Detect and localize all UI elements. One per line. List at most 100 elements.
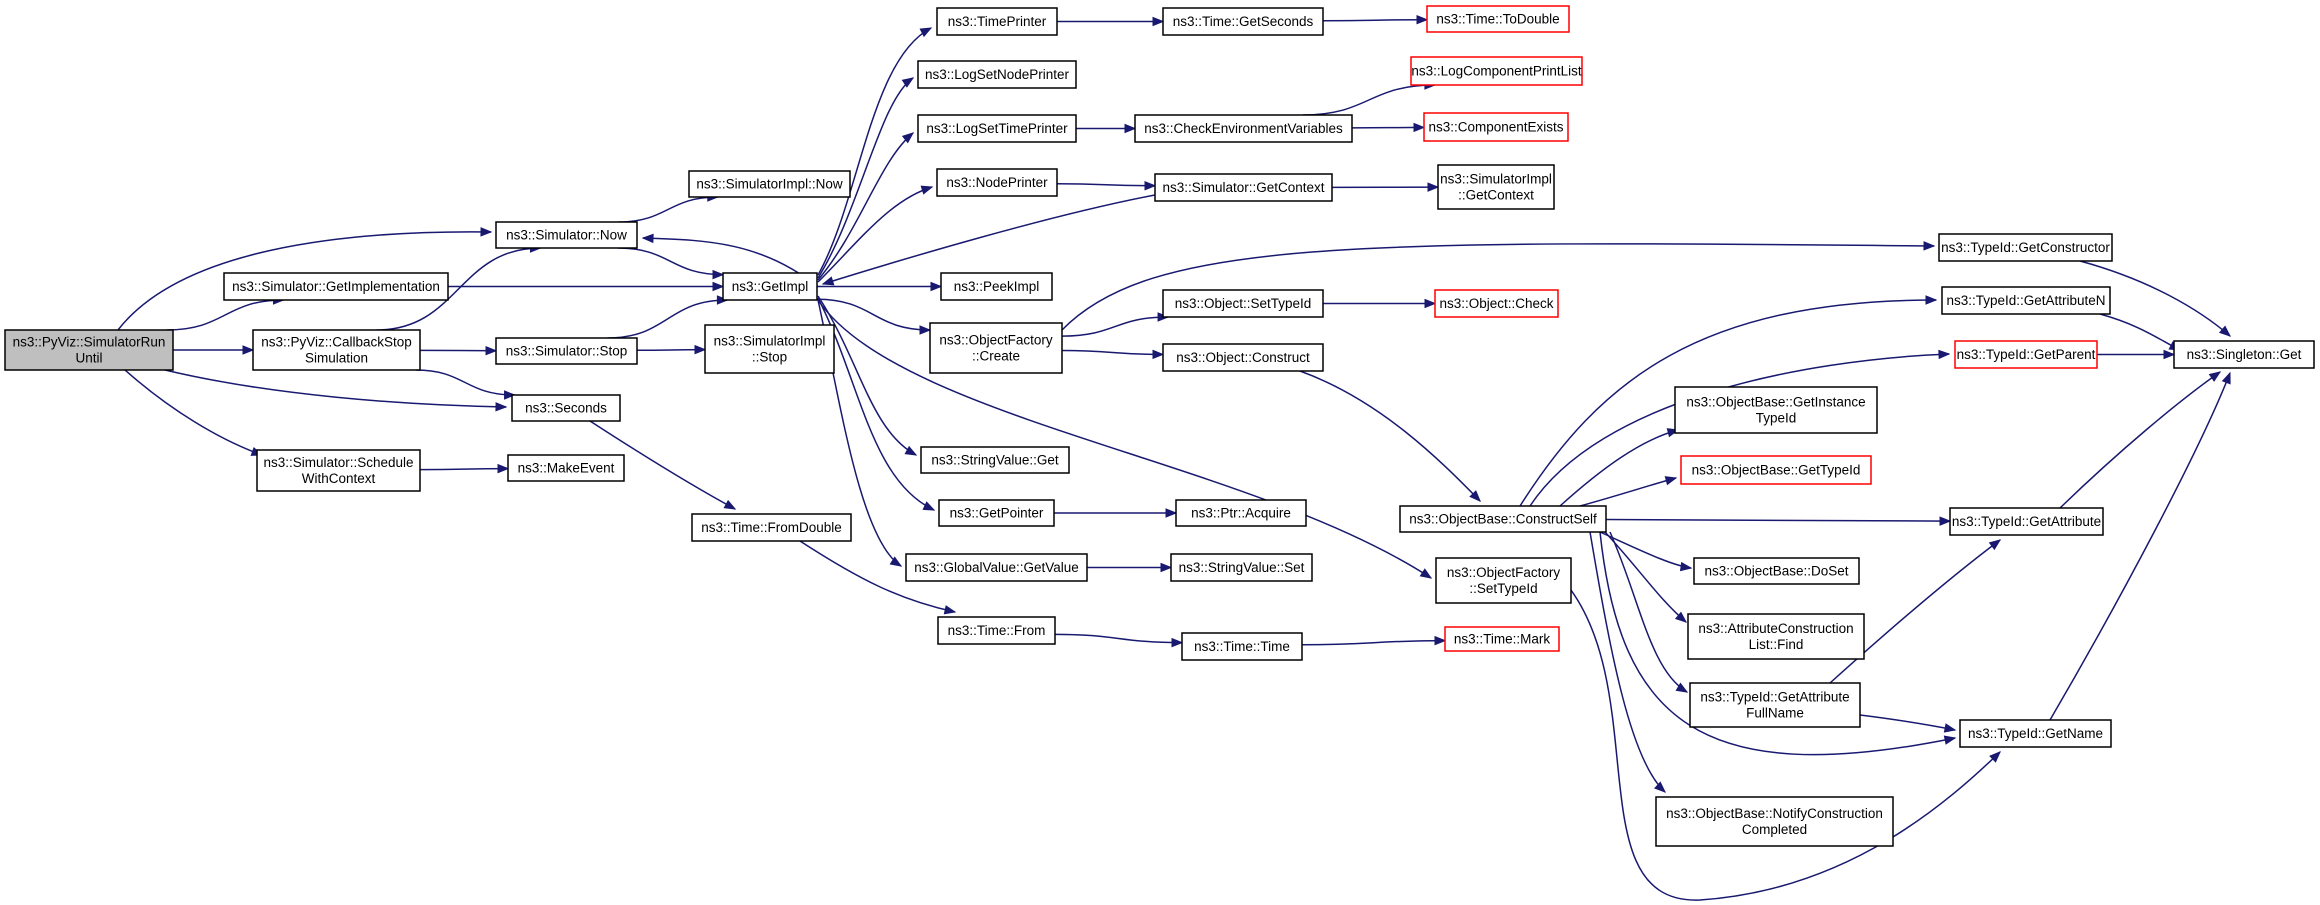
node-label: Until <box>75 351 102 366</box>
edge-line <box>618 196 718 223</box>
edge-objectbase_constructself-to-objectbase_notifyconstructioncompleted <box>1589 531 1666 793</box>
edge-timeprinter-to-time_getseconds <box>1057 16 1165 27</box>
node-logsettimeprinter[interactable]: ns3::LogSetTimePrinter <box>917 114 1077 143</box>
edge-checkenv-to-componentexists <box>1351 122 1426 133</box>
node-label: ns3::PyViz::SimulatorRun <box>13 335 166 350</box>
edge-getimpl-to-timeprinter <box>817 27 933 276</box>
node-typeid_getname[interactable]: ns3::TypeId::GetName <box>1959 719 2112 748</box>
node-peekimpl[interactable]: ns3::PeekImpl <box>940 272 1053 301</box>
edge-objectbase_constructself-to-typeid_getattributen <box>1519 295 1938 507</box>
node-componentexists[interactable]: ns3::ComponentExists <box>1423 112 1569 142</box>
node-label: Completed <box>1742 822 1807 837</box>
edge-nodeprinter-to-sim_getcontext <box>1056 180 1157 191</box>
edge-arrowhead <box>1679 561 1693 572</box>
edge-arrowhead <box>1434 635 1447 646</box>
node-globalvalue_getvalue[interactable]: ns3::GlobalValue::GetValue <box>905 553 1088 582</box>
node-box <box>507 454 625 482</box>
edge-line <box>164 369 507 408</box>
node-time_time[interactable]: ns3::Time::Time <box>1181 632 1303 661</box>
edge-objfactory_settypeid-to-typeid_getname <box>1570 589 2001 901</box>
node-box <box>1175 499 1307 527</box>
edge-sim_getcontext-to-simimpl_getcontext <box>1331 182 1440 192</box>
node-stringvalue_set[interactable]: ns3::StringValue::Set <box>1170 553 1313 582</box>
edge-line <box>2079 260 2231 337</box>
edge-typeid_getconstructor-to-singleton_get <box>2079 260 2232 337</box>
node-box <box>223 272 449 301</box>
node-objfactory_create[interactable]: ns3::ObjectFactory::Create <box>929 322 1063 374</box>
node-object_check[interactable]: ns3::Object::Check <box>1434 289 1559 318</box>
node-simimpl_getcontext[interactable]: ns3::SimulatorImpl::GetContext <box>1437 164 1555 210</box>
node-box <box>1410 56 1583 86</box>
node-ptr_acquire[interactable]: ns3::Ptr::Acquire <box>1175 499 1307 527</box>
edge-time_getseconds-to-time_todouble <box>1322 14 1429 25</box>
node-label: ::Stop <box>752 350 787 365</box>
node-typeid_getconstructor[interactable]: ns3::TypeId::GetConstructor <box>1938 233 2113 262</box>
node-makeevent[interactable]: ns3::MakeEvent <box>507 454 625 482</box>
node-object_settypeid[interactable]: ns3::Object::SetTypeId <box>1162 289 1324 318</box>
edge-arrowhead <box>821 276 835 286</box>
node-getimpl[interactable]: ns3::GetImpl <box>722 272 818 301</box>
node-label: ns3::Simulator::GetImplementation <box>232 279 440 294</box>
node-checkenv[interactable]: ns3::CheckEnvironmentVariables <box>1134 114 1353 143</box>
edge-line <box>415 369 515 396</box>
node-seconds[interactable]: ns3::Seconds <box>511 394 621 422</box>
node-time_fromdouble[interactable]: ns3::Time::FromDouble <box>691 513 852 542</box>
node-time_from[interactable]: ns3::Time::From <box>937 616 1056 645</box>
edge-arrowhead <box>943 605 957 615</box>
node-box <box>920 446 1070 474</box>
node-box <box>2173 340 2315 369</box>
node-logcomponentprintlist[interactable]: ns3::LogComponentPrintList <box>1410 56 1583 86</box>
node-label: ns3::TypeId::GetConstructor <box>1941 240 2110 255</box>
node-objfactory_settypeid[interactable]: ns3::ObjectFactory::SetTypeId <box>1435 557 1572 604</box>
node-nodeprinter[interactable]: ns3::NodePrinter <box>936 168 1058 197</box>
node-time_mark[interactable]: ns3::Time::Mark <box>1444 626 1560 652</box>
node-getpointer[interactable]: ns3::GetPointer <box>938 499 1055 527</box>
node-box <box>1693 557 1860 585</box>
node-singleton_get[interactable]: ns3::Singleton::Get <box>2173 340 2315 369</box>
edge-pyviz_run-to-pyviz_cb <box>173 345 255 355</box>
edge-arrowhead <box>1925 295 1938 305</box>
node-typeid_getparent[interactable]: ns3::TypeId::GetParent <box>1954 340 2098 369</box>
node-stringvalue_get[interactable]: ns3::StringValue::Get <box>920 446 1070 474</box>
node-objectbase_constructself[interactable]: ns3::ObjectBase::ConstructSelf <box>1399 505 1607 533</box>
node-box <box>1435 557 1572 604</box>
node-label: ns3::ObjectFactory <box>1447 565 1561 580</box>
node-sim_getimpl_fn[interactable]: ns3::Simulator::GetImplementation <box>223 272 449 301</box>
node-box <box>1954 340 2098 369</box>
edge-arrowhead <box>723 499 737 510</box>
node-box <box>1162 7 1324 36</box>
edge-line <box>376 247 541 331</box>
node-sim_stop[interactable]: ns3::Simulator::Stop <box>495 337 638 365</box>
edge-objectbase_constructself-to-objectbase_doset <box>1599 531 1693 572</box>
edge-time_fromdouble-to-time_from <box>799 540 957 615</box>
node-sim_now[interactable]: ns3::Simulator::Now <box>495 221 638 249</box>
call-nodes: ns3::PyViz::SimulatorRunUntilns3::Simula… <box>4 5 2315 847</box>
node-box <box>495 221 638 249</box>
node-typeid_getattributen[interactable]: ns3::TypeId::GetAttributeN <box>1941 286 2111 315</box>
edge-line <box>817 132 914 281</box>
node-logsetnodeprinter[interactable]: ns3::LogSetNodePrinter <box>917 60 1077 89</box>
node-label: ns3::Time::From <box>948 623 1046 638</box>
edge-arrowhead <box>889 556 903 567</box>
node-label: ns3::TimePrinter <box>948 14 1047 29</box>
node-time_getseconds[interactable]: ns3::Time::GetSeconds <box>1162 7 1324 36</box>
node-typeid_getattribute[interactable]: ns3::TypeId::GetAttribute <box>1949 507 2104 536</box>
node-object_construct[interactable]: ns3::Object::Construct <box>1162 343 1324 372</box>
node-time_todouble[interactable]: ns3::Time::ToDouble <box>1426 5 1570 33</box>
node-objectbase_doset[interactable]: ns3::ObjectBase::DoSet <box>1693 557 1860 585</box>
node-simimpl_now[interactable]: ns3::SimulatorImpl::Now <box>688 170 851 198</box>
node-objectbase_notifyconstructioncompleted[interactable]: ns3::ObjectBase::NotifyConstructionCompl… <box>1655 796 1894 847</box>
node-timeprinter[interactable]: ns3::TimePrinter <box>936 7 1058 36</box>
edge-objectbase_constructself-to-attrconstructionlist_find <box>1604 531 1688 623</box>
node-simimpl_stop[interactable]: ns3::SimulatorImpl::Stop <box>704 324 835 374</box>
node-sim_getcontext[interactable]: ns3::Simulator::GetContext <box>1154 173 1333 202</box>
node-label: ::SetTypeId <box>1469 581 1537 596</box>
edge-arrowhead <box>1144 180 1157 191</box>
node-objectbase_gettypeid[interactable]: ns3::ObjectBase::GetTypeId <box>1680 455 1872 485</box>
